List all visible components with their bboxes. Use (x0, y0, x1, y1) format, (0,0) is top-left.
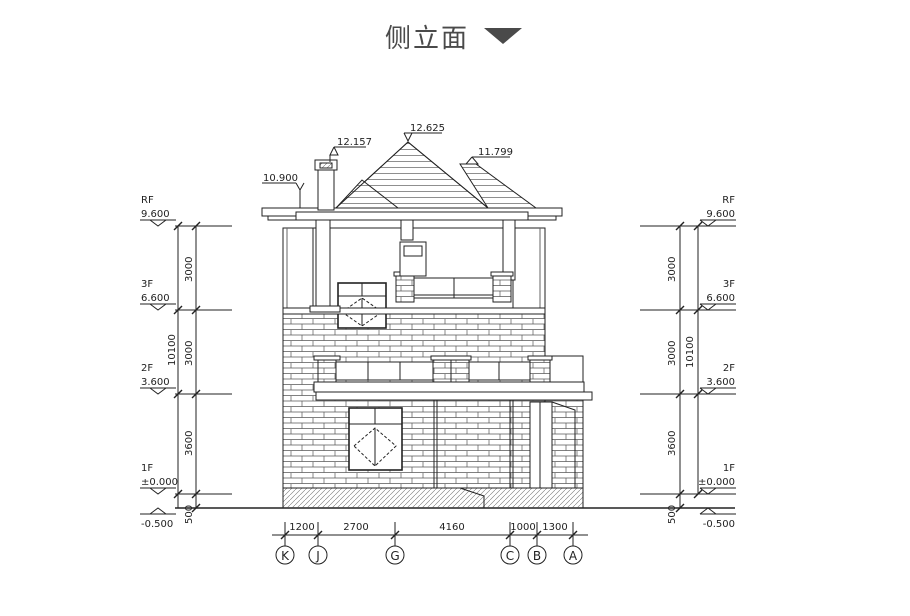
right-level-labels: RF 9.600 3F 6.600 2F 3.600 1F ±0.000 -0.… (698, 195, 735, 530)
elev-chimney: 10.900 (263, 173, 298, 184)
axis-label-g: G (390, 549, 399, 563)
axis-bubble-k (275, 545, 295, 565)
level-name-1f-right: 1F (723, 463, 735, 474)
axis-dim-3: 4160 (439, 522, 464, 533)
dim-3600-right: 3600 (667, 431, 678, 456)
triangle-down-icon (484, 28, 522, 44)
level-name-2f-right: 2F (723, 363, 735, 374)
axis-label-a: A (569, 549, 578, 563)
level-elev-3f-right: 6.600 (706, 293, 735, 304)
dim-3600-left: 3600 (184, 431, 195, 456)
dim-3000-left-top: 3000 (184, 257, 195, 282)
balcony2-railing-left (335, 361, 434, 381)
balcony2-post-1 (317, 359, 337, 383)
dim-total-right: 10100 (685, 336, 696, 368)
level-name-1f-left: 1F (141, 463, 153, 474)
dim-3000-left-mid: 3000 (184, 341, 195, 366)
level-name-rf-right: RF (722, 195, 735, 206)
axis-dim-2: 2700 (343, 522, 368, 533)
elev-right: 11.799 (478, 147, 513, 158)
left-level-labels: RF 9.600 3F 6.600 2F 3.600 1F ±0.000 -0.… (141, 195, 195, 530)
elev-left-ridge: 12.157 (337, 137, 372, 148)
base-elev-left: -0.500 (141, 519, 173, 530)
axis-bubble-b (527, 545, 547, 565)
dim-500-right: 500 (667, 505, 678, 524)
axis-bubble-j (308, 545, 328, 565)
floor-band-2f (313, 381, 585, 393)
roof-elevation-markers (262, 132, 510, 208)
level-name-rf-left: RF (141, 195, 154, 206)
chimney (317, 169, 335, 211)
axis-bubble-g (385, 545, 405, 565)
axis-labels: K J G C B A (281, 549, 578, 563)
axis-dim-4: 1000 (510, 522, 535, 533)
elev-peak: 12.625 (410, 123, 445, 134)
level-elev-2f-left: 3.600 (141, 377, 170, 388)
level-name-3f-right: 3F (723, 279, 735, 290)
level-elev-1f-left: ±0.000 (141, 477, 178, 488)
axis-label-b: B (533, 549, 541, 563)
left-dimension-lines (140, 219, 232, 515)
right-dimension-lines (640, 219, 736, 515)
page-title-bar: 侧立面 (0, 16, 910, 56)
axis-label-c: C (506, 549, 514, 563)
dim-500-left: 500 (184, 505, 195, 524)
building (261, 141, 593, 509)
roof-elevation-labels: 12.625 12.157 11.799 10.900 (263, 123, 513, 184)
dim-3000-right-mid: 3000 (667, 341, 678, 366)
third-floor-wall-left (282, 227, 314, 311)
level-elev-rf-right: 9.600 (706, 209, 735, 220)
balcony-post-right (492, 275, 512, 303)
level-elev-2f-right: 3.600 (706, 377, 735, 388)
plinth (282, 487, 584, 509)
axis-dim-5: 1300 (542, 522, 567, 533)
axis-dimension-lines (272, 522, 588, 565)
axis-dimension-values: 1200 2700 4160 1000 1300 (289, 522, 567, 533)
floor-band-3f (282, 307, 546, 315)
axis-bubble-c (500, 545, 520, 565)
column-right (502, 217, 516, 281)
base-elev-right: -0.500 (703, 519, 735, 530)
page-title: 侧立面 (385, 24, 470, 54)
level-elev-rf-left: 9.600 (141, 209, 170, 220)
level-elev-1f-right: ±0.000 (698, 477, 735, 488)
axis-dim-1: 1200 (289, 522, 314, 533)
axis-bubble-a (563, 545, 583, 565)
right-dim-values: 3000 3000 3600 500 10100 (667, 257, 696, 524)
level-name-3f-left: 3F (141, 279, 153, 290)
balcony-post-left (395, 275, 415, 303)
level-elev-3f-left: 6.600 (141, 293, 170, 304)
axis-label-j: J (315, 549, 320, 563)
level-name-2f-left: 2F (141, 363, 153, 374)
column-left (315, 217, 331, 309)
roof-left (334, 179, 400, 209)
axis-label-k: K (281, 549, 290, 563)
dim-total-left: 10100 (167, 334, 178, 366)
dim-3000-right-top: 3000 (667, 257, 678, 282)
